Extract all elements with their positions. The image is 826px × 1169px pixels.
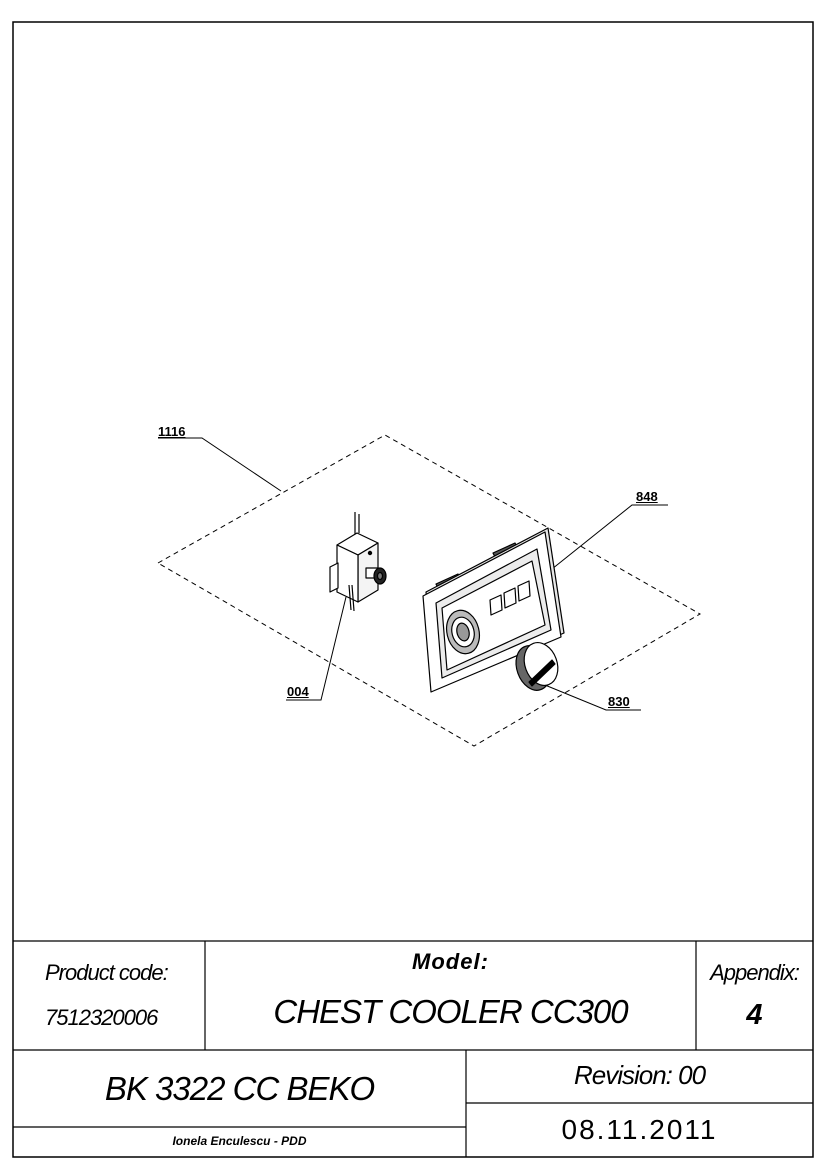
- sheet-border: [12, 21, 814, 1158]
- revision: Revision: 00: [573, 1060, 706, 1090]
- callout-1116: 1116: [158, 424, 186, 439]
- product-code-value: 7512320006: [45, 1005, 158, 1030]
- callout-848: 848: [636, 489, 658, 504]
- appendix-value: 4: [746, 999, 763, 1031]
- model-value: CHEST COOLER CC300: [273, 993, 628, 1030]
- date: 08.11.2011: [561, 1114, 718, 1145]
- product-code-label: Product code:: [45, 960, 169, 985]
- callout-004: 004: [287, 684, 309, 699]
- model-label: Model:: [412, 949, 489, 974]
- knob-part: [515, 642, 559, 691]
- appendix-label: Appendix:: [710, 960, 800, 985]
- assembly-boundary: [156, 434, 702, 747]
- product-name: BK 3322 CC BEKO: [104, 1070, 375, 1107]
- leader-lines: [158, 437, 668, 711]
- author: Ionela Enculescu - PDD: [172, 1134, 307, 1148]
- control-panel-part: [422, 527, 565, 693]
- title-block-grid: [13, 940, 813, 1157]
- thermostat-part: [329, 512, 387, 612]
- callout-830: 830: [608, 694, 630, 709]
